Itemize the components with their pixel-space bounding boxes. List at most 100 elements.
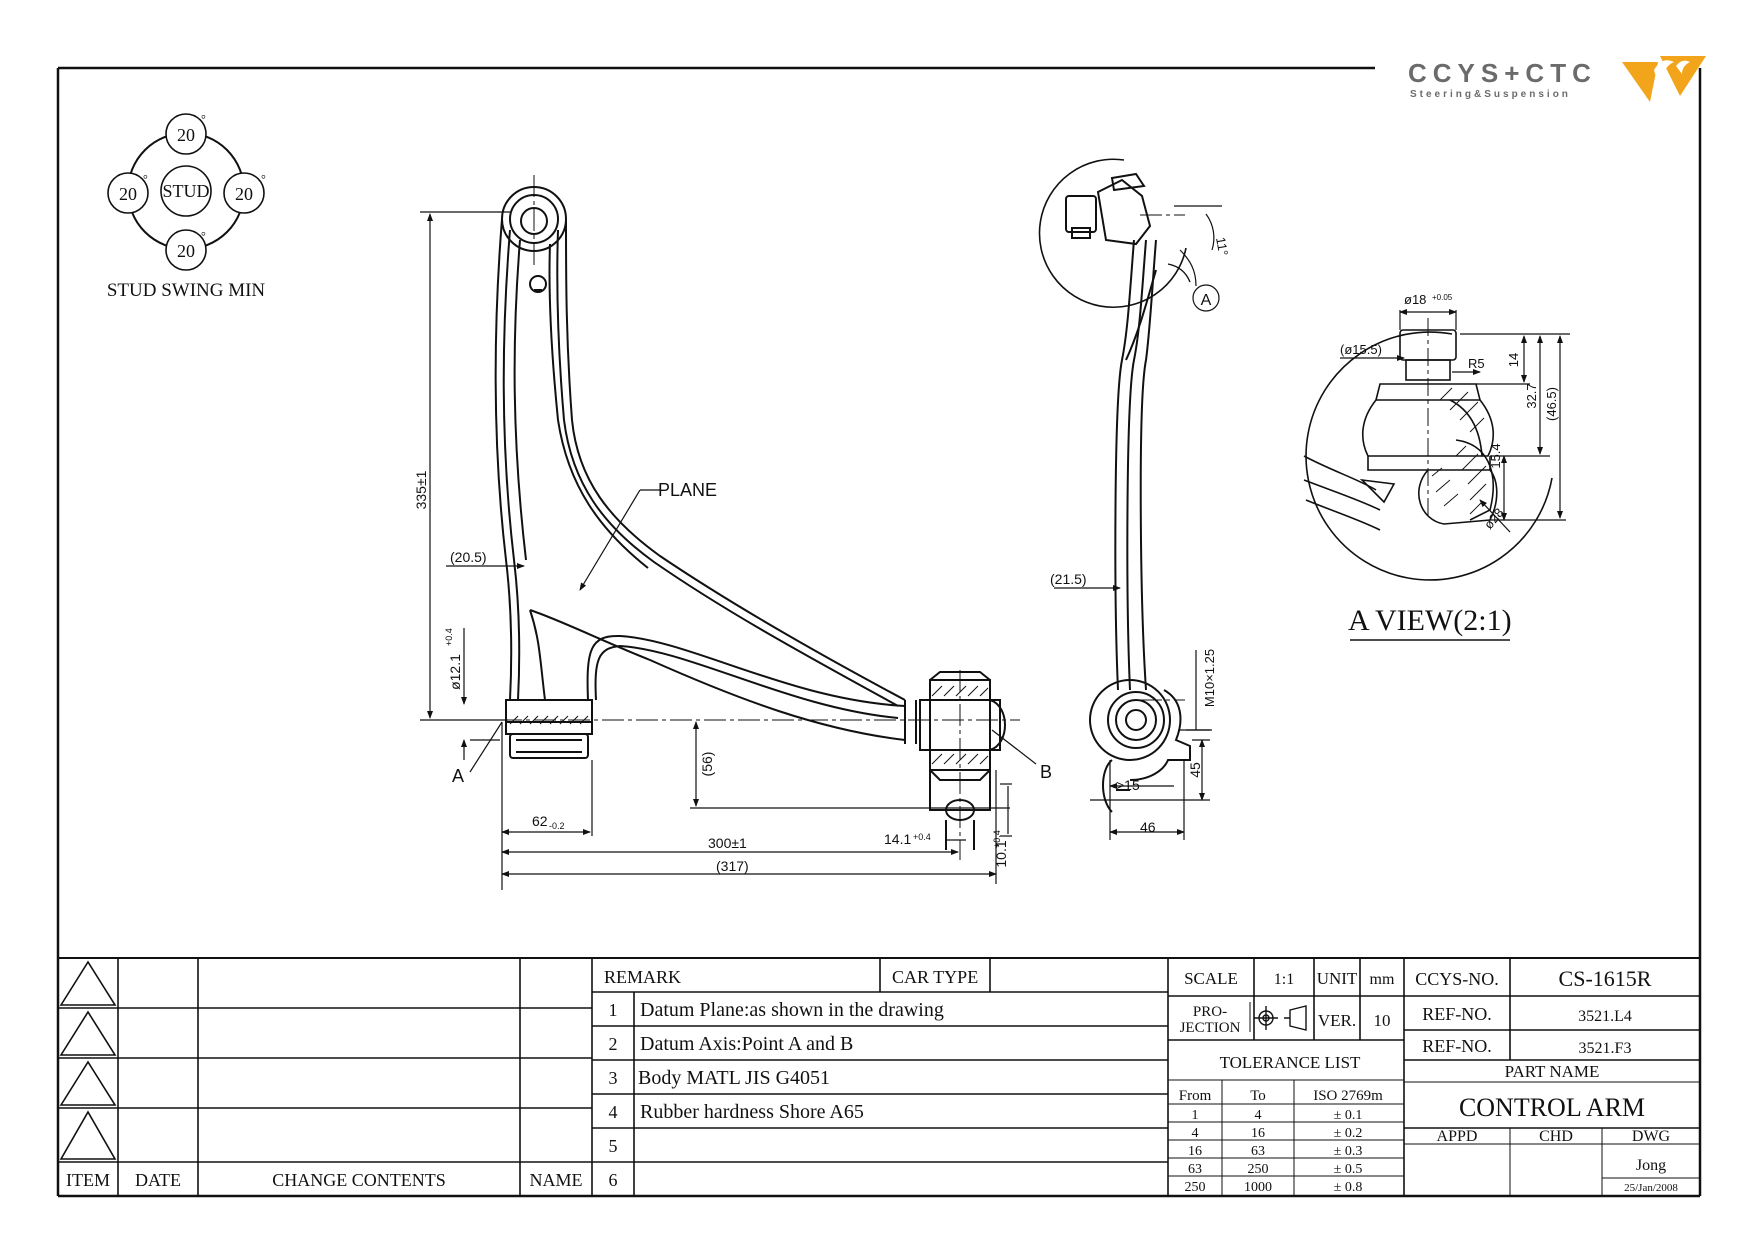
part-name-label: PART NAME [1505, 1062, 1600, 1081]
dim-56: (56) [699, 752, 715, 777]
tol-row-1-to: 4 [1255, 1108, 1262, 1123]
title-block-right: CCYS-NO. CS-1615R REF-NO. 3521.L4 REF-NO… [1415, 966, 1678, 1194]
swing-angle-bottom: 20 [177, 241, 195, 261]
revision-triangle-icons [59, 960, 117, 1160]
detail-hatching [1431, 387, 1487, 515]
detail-dim-d18-tol: +0.05 [1432, 293, 1453, 302]
degree-mark-top: ° [201, 112, 206, 126]
ccys-no-label: CCYS-NO. [1415, 969, 1499, 989]
tol-row-3-to: 63 [1251, 1144, 1265, 1159]
ref-no-value-1: 3521.L4 [1578, 1008, 1632, 1025]
detail-dim-32-7: 32.7 [1524, 383, 1539, 408]
dim-317: (317) [716, 858, 749, 874]
side-view [1038, 158, 1191, 813]
tol-row-4-val: ± 0.5 [1334, 1162, 1363, 1177]
dim-62-tol: -0.2 [549, 821, 565, 831]
rev-header-item: ITEM [66, 1170, 110, 1190]
dim-62: 62 [532, 813, 548, 829]
table-grid [58, 958, 1700, 1196]
front-view-dimensions [420, 211, 1037, 890]
ref-no-label-2: REF-NO. [1422, 1036, 1492, 1056]
angle-11: 11° [1213, 236, 1231, 257]
scale-value: 1:1 [1274, 971, 1294, 988]
remark-num-5: 5 [609, 1136, 618, 1156]
detail-dim-d18: ø18 [1404, 292, 1426, 307]
remark-header: REMARK [604, 967, 681, 987]
logo-tagline: Steering&Suspension [1410, 89, 1571, 100]
swing-angle-left: 20 [119, 184, 137, 204]
side-view-dimensions [1054, 205, 1222, 840]
detail-dim-46-5: (46.5) [1544, 387, 1559, 421]
remark-num-1: 1 [609, 1000, 618, 1020]
stud-label: STUD [162, 181, 209, 201]
side-view-dim-text: (21.5) M10×1.25 >15 45 46 11° A [1050, 236, 1231, 835]
ver-value: 10 [1374, 1011, 1391, 1030]
point-b-label: B [1040, 762, 1052, 782]
thread-m10: M10×1.25 [1202, 649, 1217, 707]
dim-45: 45 [1187, 762, 1203, 778]
stud-swing-caption: STUD SWING MIN [107, 280, 266, 301]
tol-row-4-to: 250 [1248, 1162, 1269, 1177]
swing-angle-top: 20 [177, 125, 195, 145]
remark-text-3: Body MATL JIS G4051 [638, 1067, 830, 1089]
stud-swing-diagram: STUD 20 20 20 20 ° ° ° ° STUD SWING MIN [107, 112, 266, 301]
dim-10-1: 10.1 [993, 840, 1009, 867]
drawer-name: Jong [1636, 1157, 1666, 1174]
logo-brand: CCYS+CTC [1408, 58, 1597, 88]
rev-header-change: CHANGE CONTENTS [272, 1170, 446, 1190]
tol-row-2-from: 4 [1192, 1126, 1199, 1141]
front-view-dim-text: 335±1 (20.5) ø12.1 +0.4 PLANE A B (56) 6… [413, 470, 1052, 874]
front-view-control-arm [494, 186, 1006, 850]
plane-label: PLANE [658, 480, 717, 500]
revision-headers: ITEM DATE CHANGE CONTENTS NAME [66, 1170, 583, 1190]
dim-offset-20-5: (20.5) [450, 549, 487, 565]
company-logo: CCYS+CTC Steering&Suspension [1388, 56, 1708, 106]
detail-dim-d28: ø28 [1481, 505, 1507, 532]
degree-mark-left: ° [143, 172, 148, 186]
detail-dimensions [1340, 309, 1570, 641]
dim-21-5: (21.5) [1050, 571, 1087, 587]
tol-row-5-val: ± 0.8 [1334, 1180, 1363, 1195]
dim-bore-12-1: ø12.1 [447, 654, 463, 690]
tol-row-4-from: 63 [1188, 1162, 1202, 1177]
tol-header-from: From [1179, 1088, 1212, 1104]
detail-a-view [1303, 318, 1553, 581]
tol-row-3-from: 16 [1188, 1144, 1202, 1159]
remark-text-4: Rubber hardness Shore A65 [640, 1101, 864, 1123]
projection-symbol-icon [1254, 1005, 1307, 1031]
tol-row-2-to: 16 [1251, 1126, 1265, 1141]
unit-value: mm [1370, 971, 1395, 988]
detail-view-title: A VIEW(2:1) [1348, 604, 1512, 637]
detail-dim-d15: (ø15.5) [1340, 342, 1382, 357]
tol-row-2-val: ± 0.2 [1334, 1126, 1363, 1141]
tol-header-iso: ISO 2769m [1313, 1088, 1383, 1104]
scale-label: SCALE [1184, 969, 1238, 988]
ccys-no-value: CS-1615R [1559, 966, 1652, 991]
centerlines [500, 175, 1185, 860]
remark-text-1: Datum Plane:as shown in the drawing [640, 999, 944, 1021]
degree-mark-bottom: ° [201, 229, 206, 243]
dim-14-1: 14.1 [884, 831, 911, 847]
rev-header-name: NAME [530, 1170, 583, 1190]
logo-mark-icon [1622, 56, 1706, 102]
projection-label-1: PRO- [1193, 1004, 1227, 1020]
chd-label: CHD [1539, 1128, 1573, 1145]
dim-46: 46 [1140, 819, 1156, 835]
view-marker-a: A [1201, 292, 1212, 309]
remark-num-4: 4 [609, 1102, 618, 1122]
rev-header-date: DATE [135, 1170, 181, 1190]
tolerance-title: TOLERANCE LIST [1220, 1053, 1361, 1072]
ver-label: VER. [1318, 1011, 1356, 1030]
title-block-left: SCALE 1:1 UNIT mm PRO- JECTION VER. 10 T… [1179, 969, 1395, 1195]
detail-dim-14: 14 [1506, 353, 1521, 367]
detail-dim-15-4: 15.4 [1488, 443, 1503, 468]
unit-label: UNIT [1317, 969, 1358, 988]
ref-no-label-1: REF-NO. [1422, 1004, 1492, 1024]
detail-dim-r5: R5 [1468, 356, 1485, 371]
ref-no-value-2: 3521.F3 [1579, 1040, 1632, 1057]
dim-height-335: 335±1 [413, 470, 429, 509]
dim-15: >15 [1116, 777, 1140, 793]
point-a-label: A [452, 766, 464, 786]
tol-row-1-from: 1 [1192, 1108, 1199, 1123]
